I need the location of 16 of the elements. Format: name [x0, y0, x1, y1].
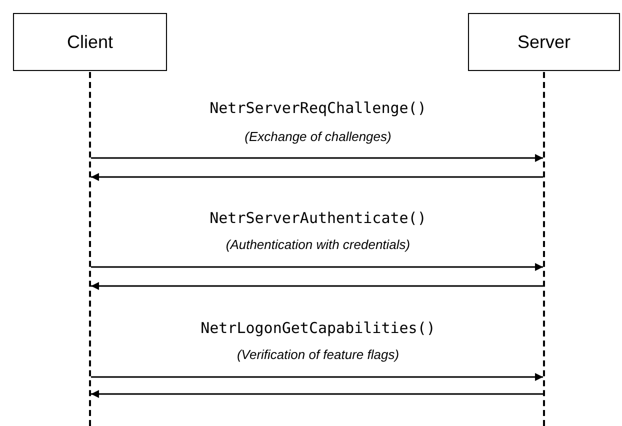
message-arrow	[91, 373, 543, 381]
message-arrow	[91, 173, 543, 181]
lifeline	[543, 72, 545, 426]
message-arrow	[91, 390, 543, 398]
message-arrow	[91, 263, 543, 271]
method-name: NetrServerAuthenticate()	[208, 208, 428, 228]
message-description: (Exchange of challenges)	[244, 128, 392, 146]
message-arrow	[91, 282, 543, 290]
message-description: (Authentication with credentials)	[224, 236, 412, 254]
participant-box: Client	[13, 13, 167, 71]
participant-box: Server	[468, 13, 620, 71]
method-name: NetrServerReqChallenge()	[208, 98, 428, 118]
message-description: (Verification of feature flags)	[236, 346, 400, 364]
method-name: NetrLogonGetCapabilities()	[200, 318, 436, 338]
message-arrow	[91, 154, 543, 162]
lifeline	[89, 72, 91, 426]
